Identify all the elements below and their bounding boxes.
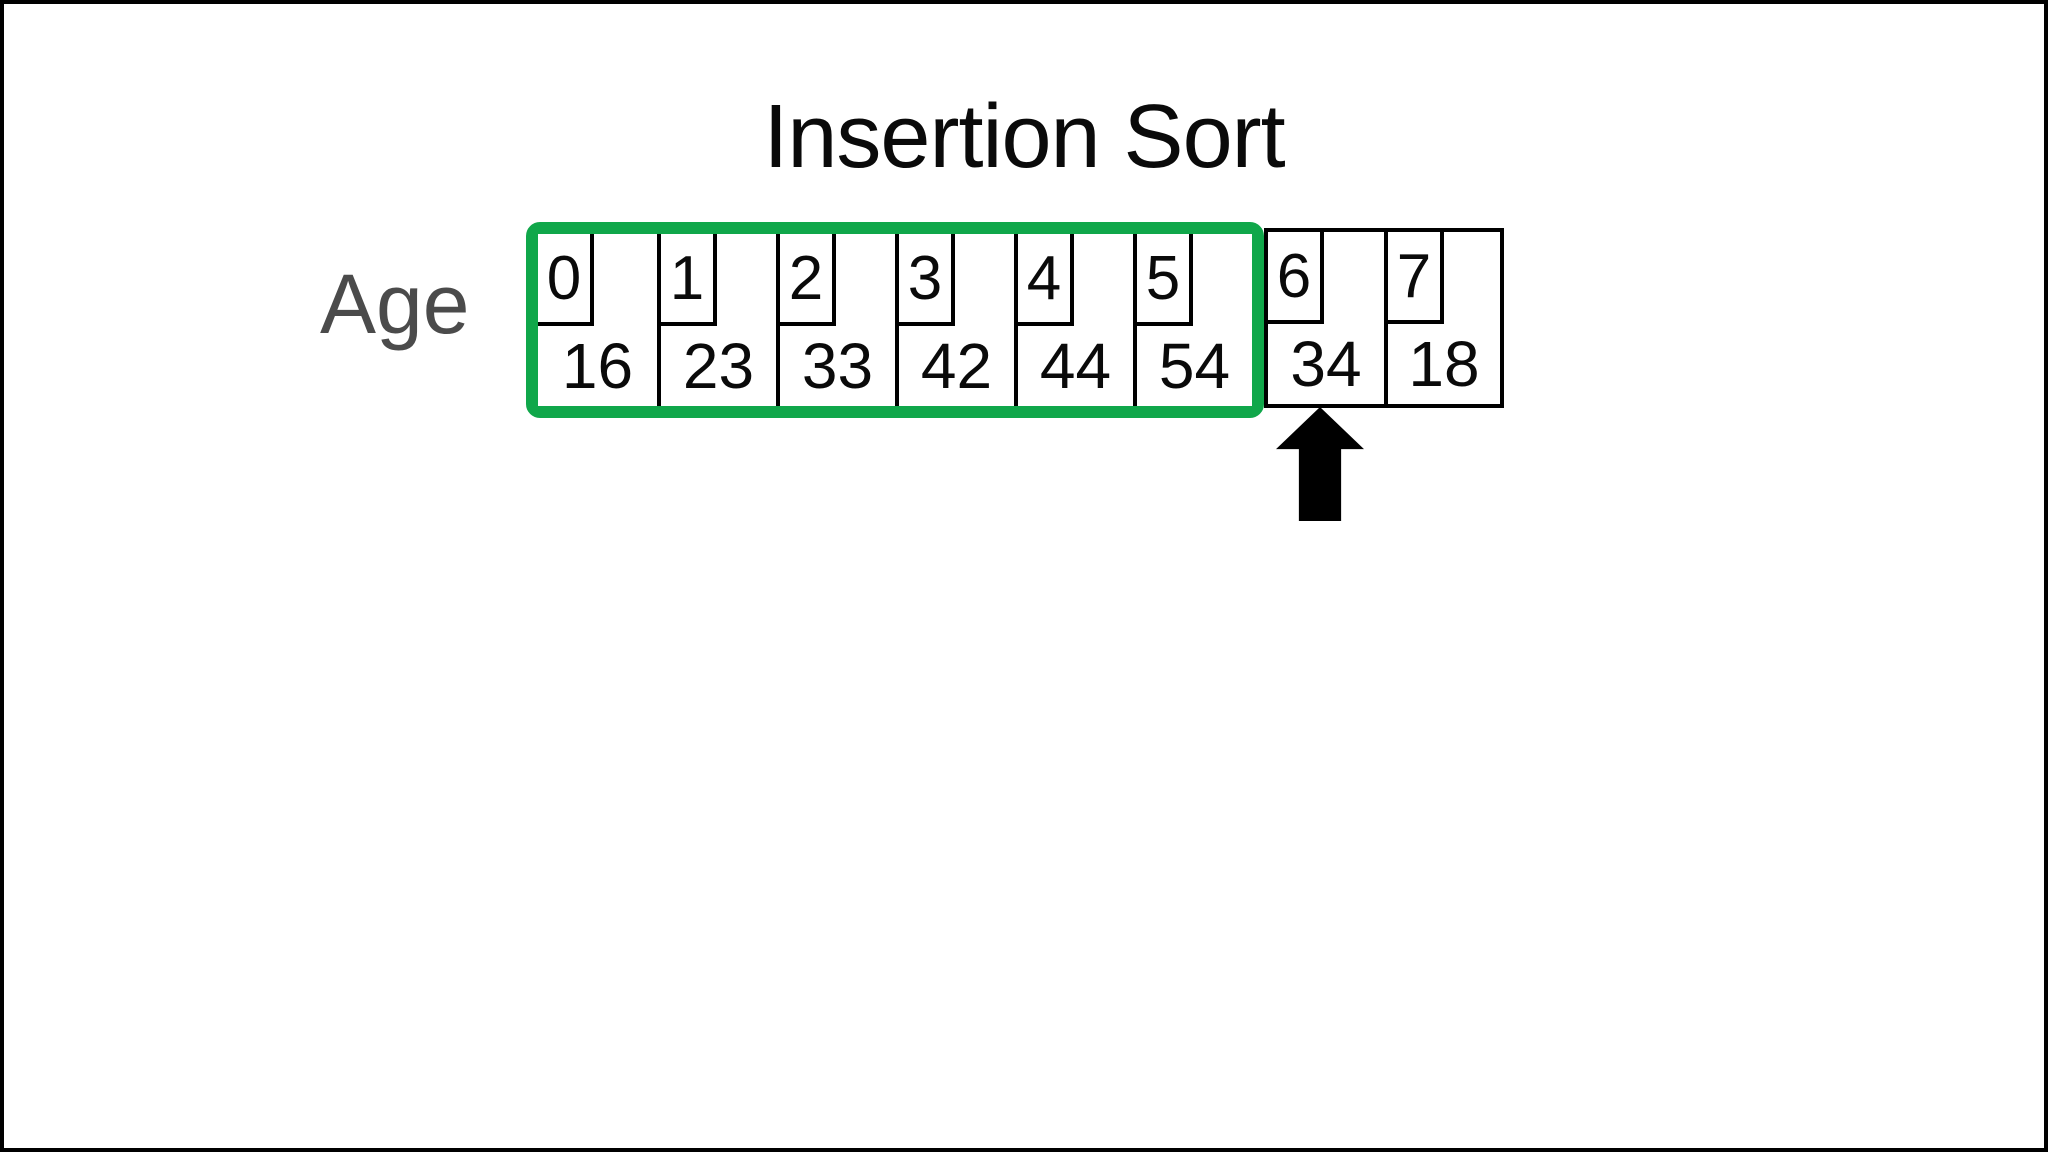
cell-index: 3 (907, 243, 943, 313)
cell-value: 54 (1158, 330, 1231, 402)
cell-value: 34 (1290, 328, 1362, 400)
up-arrow-icon (1276, 407, 1364, 521)
cell-value: 33 (801, 330, 874, 402)
array-cell-5: 5 54 (1133, 234, 1252, 406)
cell-value: 44 (1039, 330, 1112, 402)
array-cell-6: 6 34 (1268, 232, 1384, 404)
sorted-subarray-group: 0 16 1 23 2 33 3 42 (526, 222, 1264, 418)
cell-value: 18 (1408, 328, 1480, 400)
slide-title: Insertion Sort (763, 87, 1285, 187)
cell-value: 42 (920, 330, 993, 402)
unsorted-subarray-group: 6 34 7 18 (1264, 228, 1504, 408)
cell-index-box: 3 (899, 234, 955, 326)
cell-index: 0 (546, 243, 582, 313)
cell-index-box: 1 (661, 234, 717, 326)
cell-value: 16 (561, 330, 634, 402)
cell-index: 1 (669, 243, 705, 313)
array-cell-4: 4 44 (1014, 234, 1133, 406)
cell-index: 7 (1396, 241, 1432, 311)
cell-index-box: 7 (1388, 232, 1444, 324)
cell-index: 6 (1276, 241, 1312, 311)
cell-index: 4 (1026, 243, 1062, 313)
array-cell-7: 7 18 (1384, 232, 1500, 404)
cell-value: 23 (682, 330, 755, 402)
cell-index-box: 4 (1018, 234, 1074, 326)
array-cell-2: 2 33 (776, 234, 895, 406)
cell-index: 2 (788, 243, 824, 313)
array-cell-3: 3 42 (895, 234, 1014, 406)
array-cell-0: 0 16 (538, 234, 657, 406)
row-label-age: Age (320, 257, 470, 351)
cell-index-box: 5 (1137, 234, 1193, 326)
cell-index-box: 0 (538, 234, 594, 326)
cell-index-box: 2 (780, 234, 836, 326)
cell-index-box: 6 (1268, 232, 1324, 324)
array-cell-1: 1 23 (657, 234, 776, 406)
cell-index: 5 (1145, 243, 1181, 313)
